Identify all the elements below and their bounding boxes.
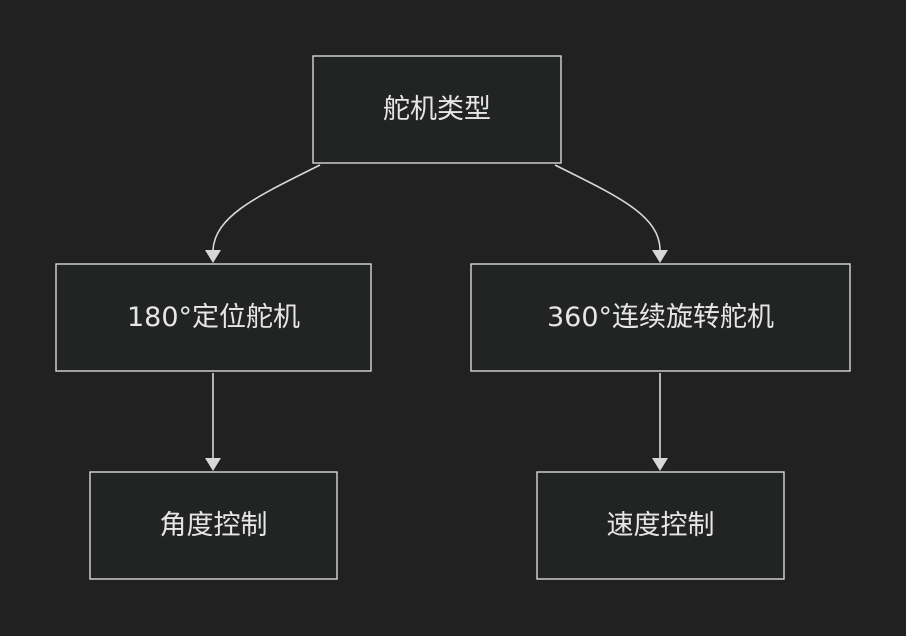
arrowhead-speed [652, 458, 668, 471]
node-root-label: 舵机类型 [383, 94, 491, 125]
node-positional-servo-box [55, 263, 372, 372]
edge-root-to-positional [212, 164, 321, 251]
node-speed-control-label: 速度控制 [607, 510, 715, 541]
node-angle-control-box [89, 471, 338, 580]
node-angle-control[interactable]: 角度控制 [89, 471, 338, 580]
node-root-box [312, 55, 562, 164]
edge-root-to-continuous [554, 164, 661, 251]
arrowhead-continuous [652, 250, 668, 263]
arrowhead-angle [205, 458, 221, 471]
node-continuous-servo-box [470, 263, 851, 372]
node-continuous-servo[interactable]: 360°连续旋转舵机 [470, 263, 851, 372]
arrowhead-positional [205, 250, 221, 263]
node-continuous-servo-label: 360°连续旋转舵机 [547, 302, 774, 333]
node-angle-control-label: 角度控制 [160, 510, 268, 541]
node-speed-control-box [536, 471, 785, 580]
node-positional-servo-label: 180°定位舵机 [127, 302, 300, 333]
node-speed-control[interactable]: 速度控制 [536, 471, 785, 580]
edges [205, 164, 668, 471]
node-positional-servo[interactable]: 180°定位舵机 [55, 263, 372, 372]
node-root[interactable]: 舵机类型 [312, 55, 562, 164]
